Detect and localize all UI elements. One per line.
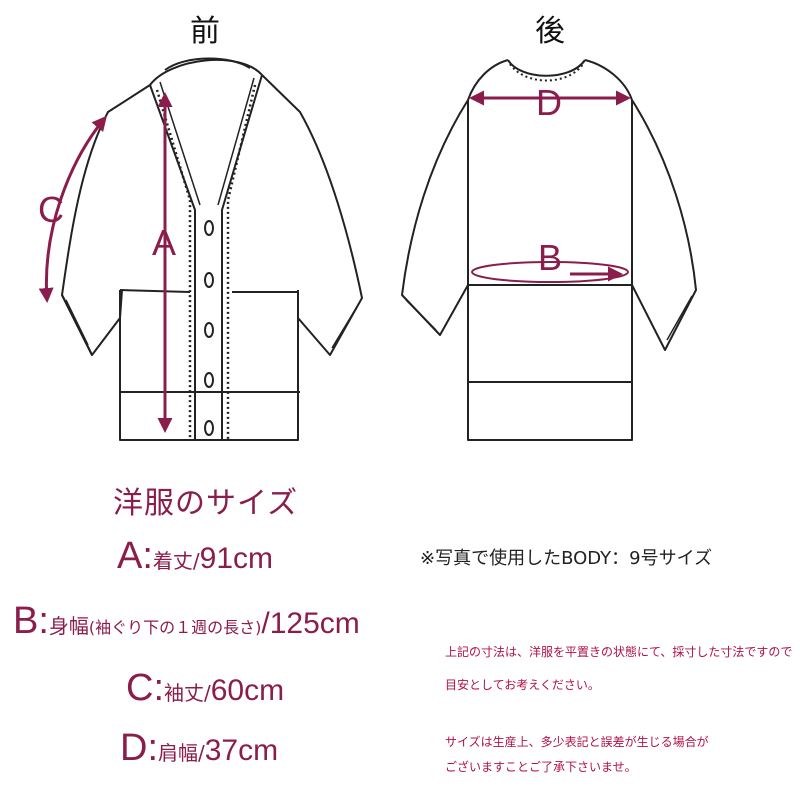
measurement-key: B: (13, 600, 49, 642)
measurement-value: 37cm (204, 734, 279, 767)
size-title: 洋服のサイズ (113, 486, 299, 521)
measurement-value: 60cm (210, 674, 285, 707)
measurement-key: A: (117, 535, 153, 577)
measurement-c: C:袖丈/60cm (126, 667, 284, 710)
back-garment (401, 59, 697, 441)
front-garment (61, 57, 363, 441)
note-line: 上記の寸法は、洋服を平置きの状態にて、採寸した寸法ですので (445, 645, 793, 659)
arrow-c (38, 115, 107, 303)
measurement-key: D: (120, 727, 158, 769)
body-size-note: ※写真で使用したBODY：9号サイズ (420, 548, 713, 569)
measurement-d: D:肩幅/37cm (120, 727, 278, 770)
measurement-b: B:身幅(袖ぐり下の１週の長さ)/125cm (13, 600, 360, 643)
measurement-name: 身幅 (48, 614, 89, 638)
measurement-key: C: (126, 667, 164, 709)
note-line: ございますことご了承下さいませ。 (445, 760, 637, 774)
measurement-a: A:着丈/91cm (117, 535, 273, 578)
marker-b: B (538, 237, 562, 278)
measurement-note: (袖ぐり下の１週の長さ) (88, 618, 262, 637)
measurement-value: /125cm (261, 607, 360, 640)
measurement-name: 肩幅/ (158, 741, 205, 765)
arrow-b-loop (471, 261, 629, 283)
measurement-name: 袖丈/ (164, 681, 211, 705)
marker-c: C (38, 189, 64, 230)
note-line: サイズは生産上、多少表記と誤差が生じる場合が (445, 735, 709, 749)
measurement-value: 91cm (199, 542, 274, 575)
marker-a: A (152, 222, 176, 263)
marker-d: D (536, 82, 562, 123)
measurement-name: 着丈/ (152, 549, 200, 573)
note-line: 目安としてお考えください。 (445, 678, 600, 692)
front-view-label: 前 (190, 14, 220, 49)
garment-diagram: A C D B (38, 57, 697, 441)
back-view-label: 後 (535, 14, 565, 49)
